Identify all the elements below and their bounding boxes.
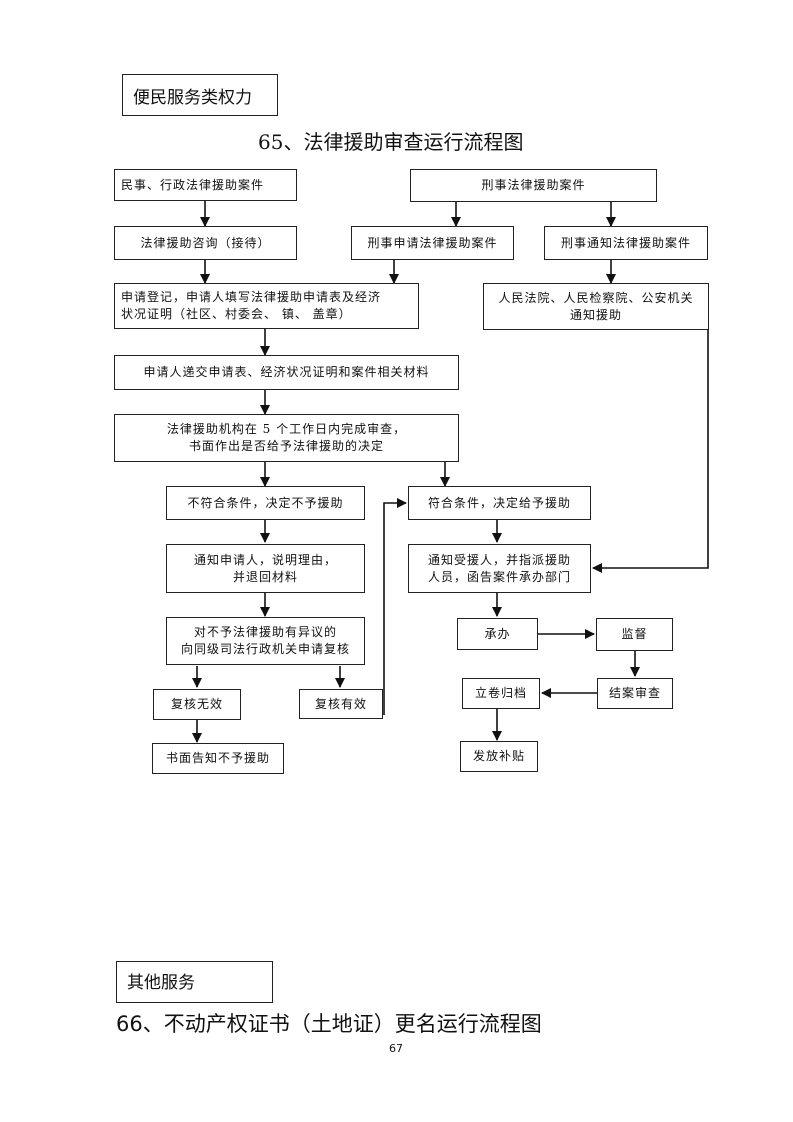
page-number: 67 xyxy=(389,1042,403,1055)
node-criminal-apply: 刑事申请法律援助案件 xyxy=(351,226,514,260)
node-notify-recipient: 通知受援人，并指派援助 人员，函告案件承办部门 xyxy=(408,544,591,593)
edge-court-to-notify-recipient xyxy=(592,330,709,573)
node-supervise: 监督 xyxy=(596,618,673,651)
node-consultation: 法律援助咨询（接待） xyxy=(114,226,297,260)
node-submit-materials: 申请人递交申请表、经济状况证明和案件相关材料 xyxy=(114,355,459,390)
edge-valid-to-approve xyxy=(383,498,407,715)
node-notify-applicant: 通知申请人，说明理由， 并退回材料 xyxy=(166,544,365,593)
footer-section-label-box: 其他服务 xyxy=(116,961,273,1003)
next-flowchart-title: 66、不动产权证书（土地证）更名运行流程图 xyxy=(116,1012,542,1036)
node-review-valid: 复核有效 xyxy=(299,689,383,719)
footer-section-label: 其他服务 xyxy=(127,973,195,993)
section-label: 便民服务类权力 xyxy=(133,87,252,108)
node-review-decision: 法律援助机构在 5 个工作日内完成审查， 书面作出是否给予法律援助的决定 xyxy=(114,414,459,462)
node-review-invalid: 复核无效 xyxy=(153,689,241,720)
node-subsidy: 发放补贴 xyxy=(460,741,538,772)
node-handle: 承办 xyxy=(457,618,538,650)
node-approve: 符合条件，决定给予援助 xyxy=(408,486,591,520)
node-appeal: 对不予法律援助有异议的 向同级司法行政机关申请复核 xyxy=(166,617,365,665)
node-archive: 立卷归档 xyxy=(462,678,540,709)
node-criminal-notify: 刑事通知法律援助案件 xyxy=(544,226,708,260)
section-label-box: 便民服务类权力 xyxy=(122,74,278,116)
node-criminal-case: 刑事法律援助案件 xyxy=(410,169,657,202)
node-close-review: 结案审查 xyxy=(597,678,673,709)
node-court-notification: 人民法院、人民检察院、公安机关 通知援助 xyxy=(483,283,709,330)
node-civil-admin-case: 民事、行政法律援助案件 xyxy=(114,169,297,201)
node-registration: 申请登记，申请人填写法律援助申请表及经济 状况证明（社区、村委会、 镇、 盖章） xyxy=(114,283,419,329)
node-written-notice: 书面告知不予援助 xyxy=(152,743,284,774)
flowchart-title: 65、法律援助审查运行流程图 xyxy=(258,130,524,154)
node-reject: 不符合条件，决定不予援助 xyxy=(166,486,365,520)
